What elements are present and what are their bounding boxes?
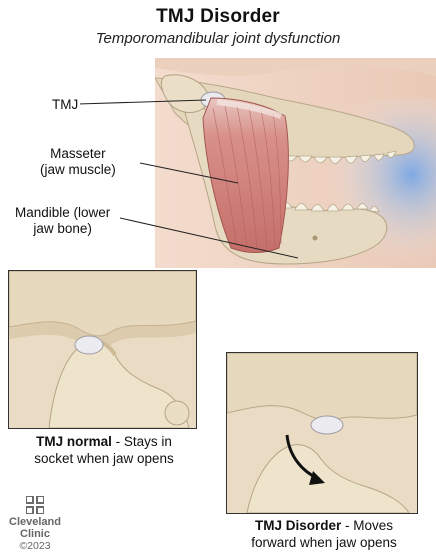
logo-text-line1: Cleveland: [6, 516, 64, 528]
callout-mandible: Mandible (lower jaw bone): [15, 205, 112, 237]
callout-mandible-line2: jaw bone): [15, 221, 110, 237]
page-subtitle: Temporomandibular joint dysfunction: [0, 30, 436, 47]
caption-normal-line2: socket when jaw opens: [6, 450, 202, 467]
caption-disorder-line2: forward when jaw opens: [212, 534, 436, 551]
callout-mandible-line1: Mandible (lower: [15, 205, 110, 221]
callout-masseter: Masseter (jaw muscle): [40, 146, 118, 178]
logo-text-line2: Clinic: [6, 528, 64, 540]
panel-tmj-disorder: [226, 352, 418, 514]
callout-tmj: TMJ: [52, 97, 80, 113]
callout-masseter-line2: (jaw muscle): [40, 162, 116, 178]
logo-copyright: ©2023: [6, 540, 64, 553]
callout-masseter-line1: Masseter: [40, 146, 116, 162]
caption-normal-rest: - Stays in: [112, 434, 172, 449]
caption-disorder-rest: - Moves: [341, 518, 393, 533]
normal-disc: [75, 336, 103, 354]
cleveland-clinic-logo: Cleveland Clinic ©2023: [6, 496, 64, 553]
panel-tmj-normal: [8, 270, 197, 429]
tmj-normal-illustration: [9, 271, 196, 428]
jaw-illustration: [155, 58, 436, 268]
jaw-illustration-svg: [155, 58, 436, 268]
cleveland-clinic-logo-icon: [26, 496, 44, 514]
page-title: TMJ Disorder: [0, 6, 436, 28]
displaced-disc: [311, 416, 343, 434]
caption-tmj-normal: TMJ normal - Stays in socket when jaw op…: [6, 433, 202, 467]
caption-disorder-bold: TMJ Disorder: [255, 518, 341, 533]
tmj-disorder-illustration: [227, 353, 417, 513]
callout-tmj-label: TMJ: [52, 97, 78, 112]
caption-normal-bold: TMJ normal: [36, 434, 112, 449]
mental-foramen: [313, 236, 318, 241]
caption-tmj-disorder: TMJ Disorder - Moves forward when jaw op…: [212, 517, 436, 551]
